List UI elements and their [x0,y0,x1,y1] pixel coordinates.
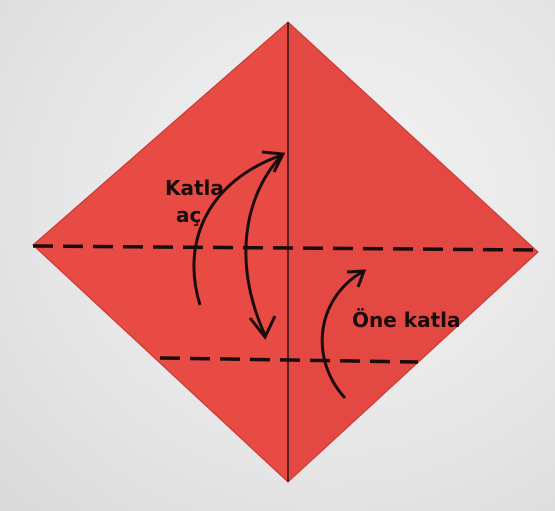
label-ac: aç [176,203,201,227]
paper-shading [288,22,538,482]
label-one-katla: Öne katla [352,308,460,332]
label-katla: Katla [165,176,224,200]
